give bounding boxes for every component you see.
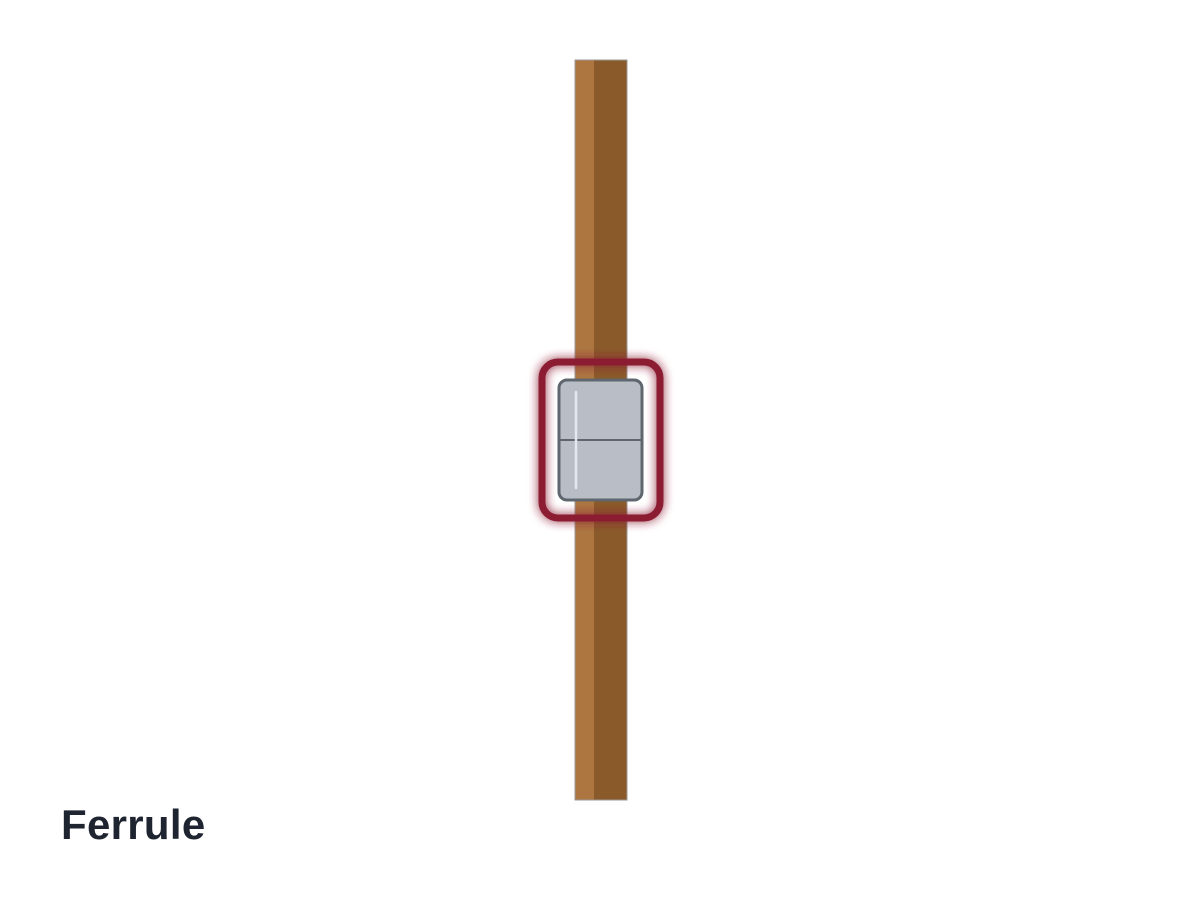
ferrule-icon <box>557 378 644 502</box>
diagram-caption: Ferrule <box>61 801 206 848</box>
highlight-ring <box>538 358 664 522</box>
